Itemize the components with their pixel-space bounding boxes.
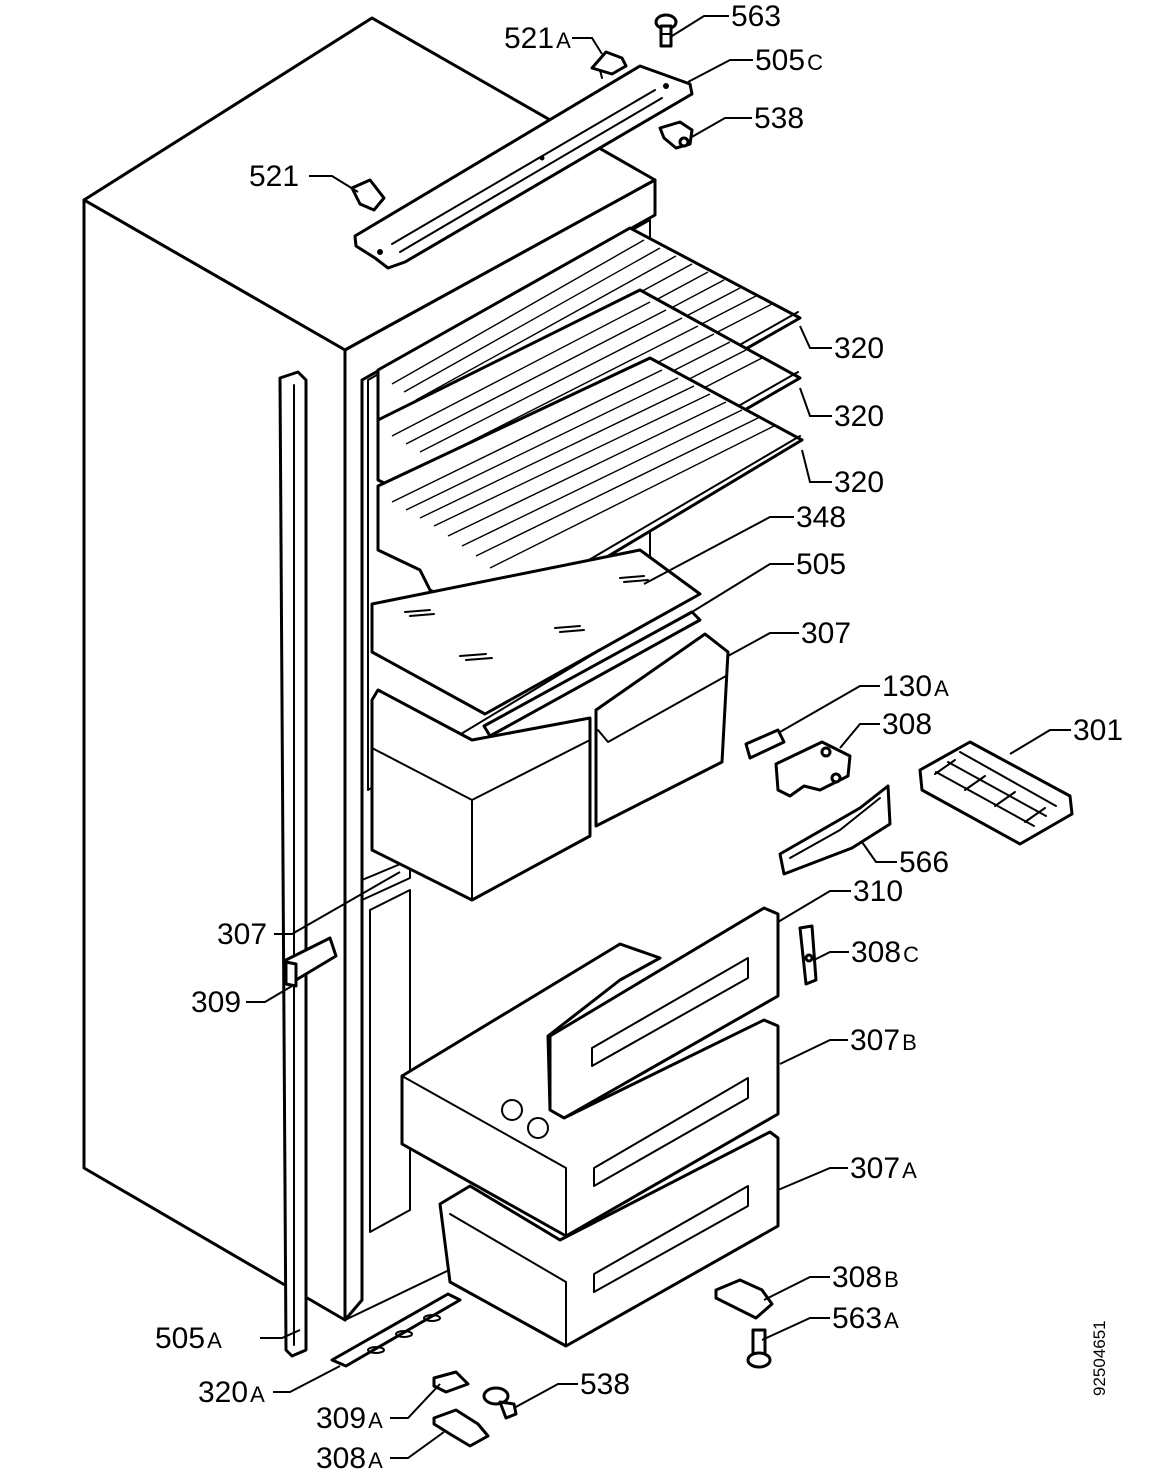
hinge-cap-521a xyxy=(590,50,628,79)
callout-label-c538top: 538 xyxy=(754,102,804,135)
callout-number: 348 xyxy=(796,501,846,534)
callout-label-c307a: 307A xyxy=(850,1152,917,1185)
callout-number: 308 xyxy=(316,1442,366,1475)
callout-label-c130a: 130A xyxy=(882,670,949,703)
trim-strip-505 xyxy=(482,610,702,738)
leader-lines xyxy=(246,15,1071,1459)
callout-number: 307 xyxy=(850,1152,900,1185)
callout-label-c308: 308 xyxy=(882,708,932,741)
top-hinge-rail-505c xyxy=(353,64,694,270)
callout-label-c309: 309 xyxy=(191,986,241,1019)
ice-scraper-566 xyxy=(778,784,892,876)
callout-number: 301 xyxy=(1073,714,1123,747)
callout-label-c505c: 505C xyxy=(755,44,823,77)
callout-label-c505a: 505A xyxy=(155,1322,222,1355)
callout-label-c538bot: 538 xyxy=(580,1368,630,1401)
callout-number: 505 xyxy=(796,548,846,581)
callout-number: 538 xyxy=(754,102,804,135)
callout-suffix: A xyxy=(902,1158,917,1183)
callout-number: 307 xyxy=(850,1024,900,1057)
callout-suffix: A xyxy=(368,1448,383,1473)
callout-number: 130 xyxy=(882,670,932,703)
callout-label-c320sa: 320A xyxy=(198,1376,265,1409)
ice-cube-tray-301 xyxy=(918,740,1074,846)
callout-suffix: C xyxy=(903,942,919,967)
callout-suffix: C xyxy=(807,50,823,75)
callout-number: 308 xyxy=(882,708,932,741)
crisper-drawers-307 xyxy=(370,632,730,902)
hinge-bracket-308 xyxy=(774,740,852,798)
callout-suffix: A xyxy=(556,28,571,53)
callout-number: 307 xyxy=(801,617,851,650)
freezer-basket-307a xyxy=(438,1130,780,1348)
callout-label-c310: 310 xyxy=(853,875,903,908)
callout-label-c563a: 563A xyxy=(832,1302,899,1335)
callout-label-c521: 521 xyxy=(249,160,299,193)
callout-label-c309a: 309A xyxy=(316,1402,383,1435)
callout-number: 320 xyxy=(834,466,884,499)
callout-label-c348: 348 xyxy=(796,501,846,534)
callout-label-c505: 505 xyxy=(796,548,846,581)
callout-number: 310 xyxy=(853,875,903,908)
callout-suffix: B xyxy=(902,1030,917,1055)
callout-label-c521a: 521A xyxy=(504,22,571,55)
hinge-bracket-308a xyxy=(432,1408,490,1448)
callout-suffix: A xyxy=(884,1308,899,1333)
screw-563 xyxy=(654,13,678,48)
callout-number: 309 xyxy=(191,986,241,1019)
callout-label-c301: 301 xyxy=(1073,714,1123,747)
callout-number: 320 xyxy=(834,332,884,365)
hinge-cap-521 xyxy=(350,178,386,212)
callout-label-c566: 566 xyxy=(899,846,949,879)
callout-label-c307b: 307B xyxy=(850,1024,917,1057)
callout-number: 538 xyxy=(580,1368,630,1401)
callout-suffix: B xyxy=(884,1267,899,1292)
callout-suffix: A xyxy=(934,676,949,701)
crisper-drawer-right xyxy=(594,632,730,828)
glass-shelf-348 xyxy=(370,548,702,716)
drawing-number: 92504651 xyxy=(1090,1320,1109,1396)
hinge-pin-538-bottom xyxy=(482,1386,518,1420)
callout-label-c307left: 307 xyxy=(217,918,267,951)
callout-label-c308c: 308C xyxy=(851,936,919,969)
callout-number: 307 xyxy=(217,918,267,951)
hinge-plate-308b xyxy=(714,1278,774,1320)
callout-label-c320a: 320 xyxy=(834,332,884,365)
callout-number: 521 xyxy=(504,22,554,55)
freezer-opening xyxy=(369,889,411,1233)
callout-label-c320c: 320 xyxy=(834,466,884,499)
callout-number: 309 xyxy=(316,1402,366,1435)
callout-suffix: A xyxy=(207,1328,222,1353)
hinge-pin-308c xyxy=(798,924,818,986)
callout-number: 308 xyxy=(851,936,901,969)
wire-shelves-320 xyxy=(376,226,804,626)
screw-563a xyxy=(746,1328,772,1369)
callout-label-c308a: 308A xyxy=(316,1442,383,1475)
bottom-rail-320a xyxy=(330,1292,462,1368)
callout-label-c307: 307 xyxy=(801,617,851,650)
callout-number: 308 xyxy=(832,1261,882,1294)
door-seal-strip-505a xyxy=(278,370,308,1358)
callout-number: 563 xyxy=(731,0,781,33)
callout-number: 320 xyxy=(834,400,884,433)
door-stop-309a xyxy=(432,1370,470,1394)
callout-number: 320 xyxy=(198,1376,248,1409)
callout-label-c320b: 320 xyxy=(834,400,884,433)
callout-label-c308b: 308B xyxy=(832,1261,899,1294)
callout-number: 505 xyxy=(155,1322,205,1355)
callout-number: 505 xyxy=(755,44,805,77)
callout-number: 566 xyxy=(899,846,949,879)
callout-number: 563 xyxy=(832,1302,882,1335)
lamp-cover-130a xyxy=(744,728,786,760)
hinge-pin-538-top xyxy=(658,120,694,150)
callout-labels: 563521A505C538521320320320348505307130A3… xyxy=(155,0,1123,1475)
callout-suffix: A xyxy=(250,1382,265,1407)
door-stop-309 xyxy=(284,936,338,988)
callout-number: 521 xyxy=(249,160,299,193)
callout-label-c563: 563 xyxy=(731,0,781,33)
callout-suffix: A xyxy=(368,1408,383,1433)
